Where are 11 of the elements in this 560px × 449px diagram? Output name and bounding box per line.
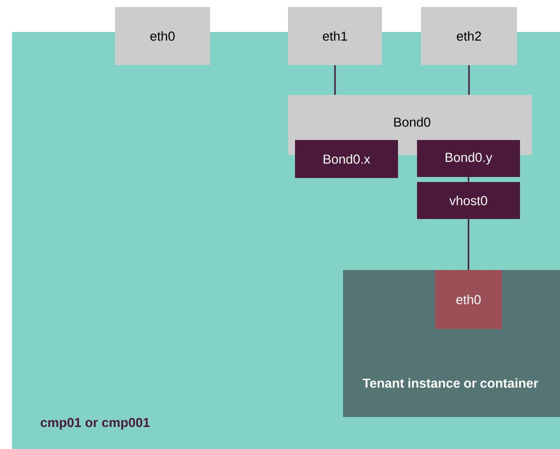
interface-box: eth0 bbox=[435, 270, 502, 329]
connector-line bbox=[468, 219, 470, 270]
vhost-box: vhost0 bbox=[417, 182, 520, 219]
interface-box: eth1 bbox=[288, 7, 382, 65]
connector-line bbox=[468, 177, 470, 182]
interface-box: eth2 bbox=[421, 7, 517, 65]
subinterface-box: Bond0.y bbox=[417, 140, 520, 177]
subinterface-box: Bond0.x bbox=[295, 140, 398, 178]
connector-line bbox=[334, 65, 336, 95]
connector-line bbox=[468, 65, 470, 95]
interface-box: eth0 bbox=[115, 7, 210, 65]
